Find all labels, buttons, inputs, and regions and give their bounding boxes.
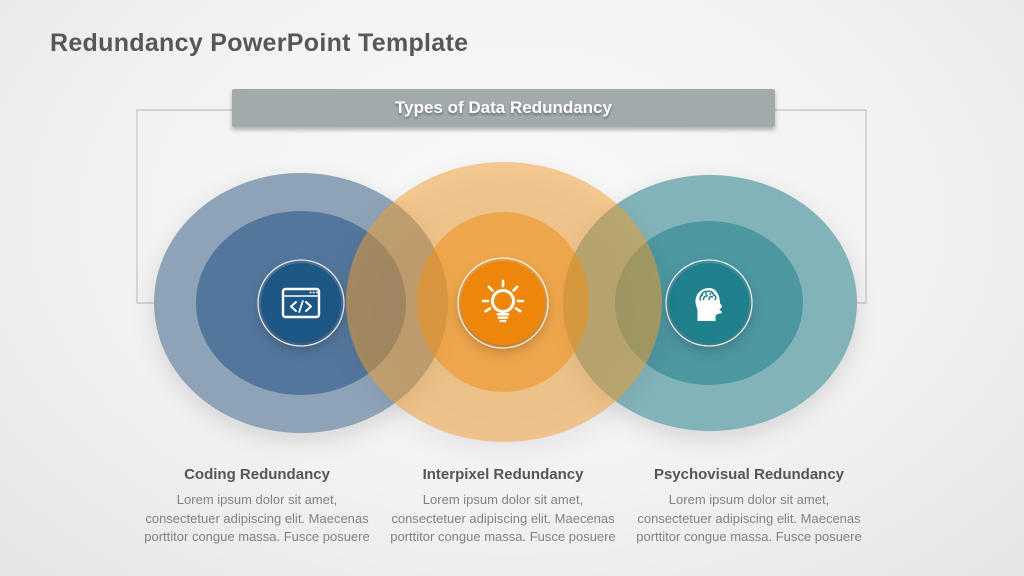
coding-body-line: Lorem ipsum dolor sit amet, xyxy=(176,492,338,507)
psychovisual-column: Psychovisual Redundancy Lorem ipsum dolo… xyxy=(624,466,874,547)
interpixel-body-line: consectetuer adipiscing elit. Maecenas xyxy=(391,510,615,526)
coding-heading: Coding Redundancy xyxy=(184,466,330,483)
coding-column: Coding Redundancy Lorem ipsum dolor sit … xyxy=(132,466,382,547)
psychovisual-body-line: consectetuer adipiscing elit. Maecenas xyxy=(637,510,861,526)
interpixel-core-ring xyxy=(457,257,549,349)
lightbulb-icon xyxy=(481,279,525,323)
bracket-line-left xyxy=(136,109,232,304)
interpixel-circle-group xyxy=(346,162,662,442)
psychovisual-body-line: Lorem ipsum dolor sit amet, xyxy=(668,492,830,507)
coding-core-circle xyxy=(261,263,341,343)
psychovisual-body-line: porttitor congue massa. Fusce posuere xyxy=(636,529,862,544)
coding-body-line: porttitor congue massa. Fusce posuere xyxy=(144,529,370,544)
slide-title: Redundancy PowerPoint Template xyxy=(50,29,469,57)
interpixel-column: Interpixel Redundancy Lorem ipsum dolor … xyxy=(378,466,628,547)
interpixel-core-circle xyxy=(461,261,545,345)
psychovisual-heading: Psychovisual Redundancy xyxy=(653,466,845,483)
banner-label: Types of Data Redundancy xyxy=(395,98,612,117)
banner: Types of Data Redundancy xyxy=(232,89,775,127)
code-window-icon xyxy=(281,287,321,319)
head-brain-icon xyxy=(695,288,722,321)
interpixel-body-line: porttitor congue massa. Fusce posuere xyxy=(390,529,616,544)
coding-core-ring xyxy=(257,259,345,347)
coding-body-line: consectetuer adipiscing elit. Maecenas xyxy=(145,510,369,526)
interpixel-heading: Interpixel Redundancy xyxy=(422,466,584,483)
psychovisual-core-ring xyxy=(665,259,753,347)
interpixel-body-line: Lorem ipsum dolor sit amet, xyxy=(422,492,584,507)
